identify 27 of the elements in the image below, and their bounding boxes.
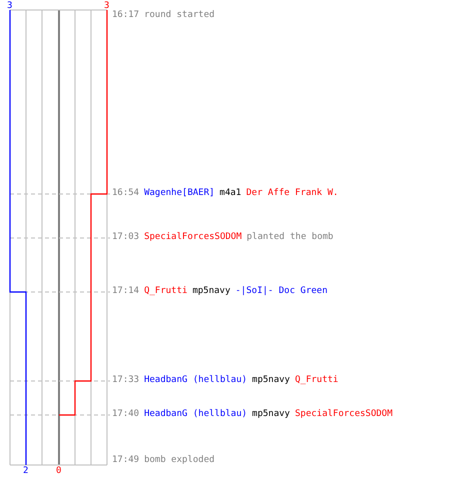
weapon-name: mp5navy	[252, 375, 290, 386]
player-count: 2	[23, 466, 28, 476]
timestamp: 17:33	[112, 375, 140, 386]
timestamp: 17:03	[112, 232, 140, 243]
player-count: 3	[7, 1, 12, 11]
weapon-name: mp5navy	[192, 286, 230, 297]
player-name: HeadbanG (hellblau)	[144, 375, 248, 386]
player-count: 3	[104, 1, 110, 11]
player-name: SpecialForcesSODOM	[294, 409, 393, 420]
timestamp: 17:49	[112, 455, 140, 466]
event-text: planted the bomb	[246, 232, 334, 243]
timestamp: 17:14	[112, 286, 140, 297]
weapon-name: mp5navy	[252, 409, 290, 420]
player-name: Wagenhe[BAER]	[144, 188, 215, 199]
player-name: Q_Frutti	[294, 375, 338, 386]
timestamp: 16:54	[112, 188, 140, 199]
event-text: bomb exploded	[144, 455, 215, 466]
player-count: 0	[56, 466, 62, 476]
player-name: HeadbanG (hellblau)	[144, 409, 248, 420]
weapon-name: m4a1	[220, 188, 242, 199]
player-name: -|SoI|- Doc Green	[235, 286, 328, 297]
event-text: round started	[144, 10, 215, 21]
player-name: Der Affe Frank W.	[246, 188, 338, 199]
player-name: SpecialForcesSODOM	[144, 232, 242, 243]
timestamp: 16:17	[112, 10, 140, 21]
player-name: Q_Frutti	[144, 286, 188, 297]
timestamp: 17:40	[112, 409, 140, 420]
